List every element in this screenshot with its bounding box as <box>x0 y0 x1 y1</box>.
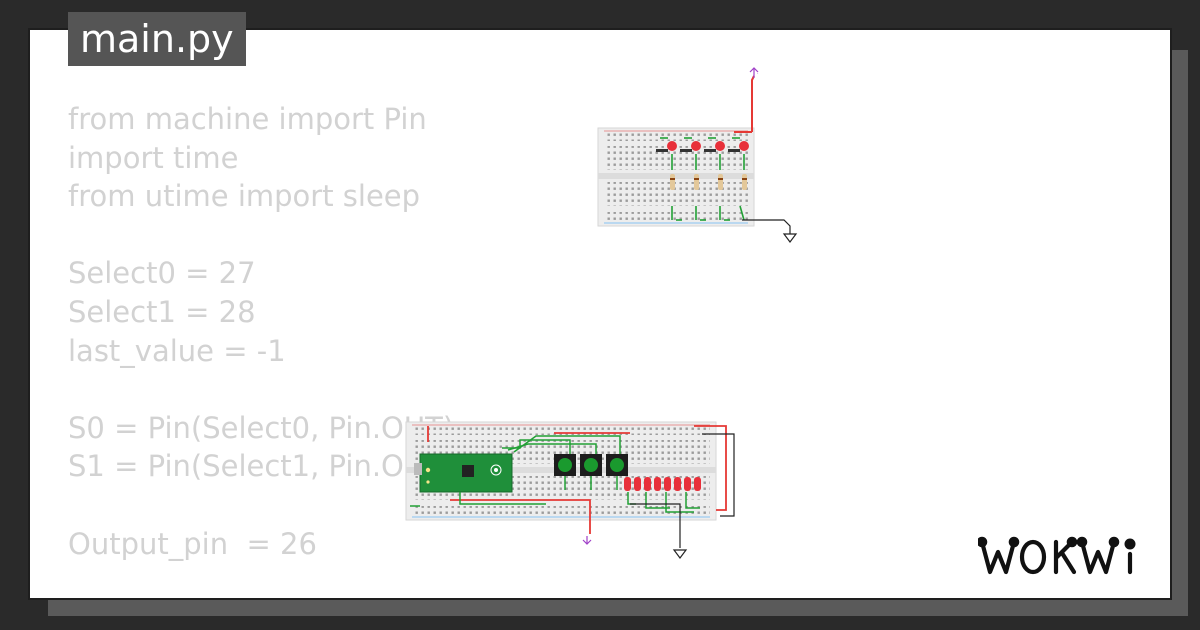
ground-wire-top <box>742 219 791 234</box>
ground-icon <box>672 549 688 559</box>
breadboard-top <box>597 127 755 227</box>
code-line: S0 = Pin(Select0, Pin.OUT) <box>68 410 455 445</box>
pushbutton-2 <box>580 454 602 476</box>
wokwi-logo <box>978 536 1136 575</box>
file-tab[interactable]: main.py <box>68 12 246 66</box>
led-row-top <box>656 141 749 152</box>
code-line: from utime import sleep <box>68 179 421 214</box>
code-line: Select0 = 27 <box>68 256 256 291</box>
circuit-diagram: . <box>405 67 798 559</box>
vcc-wire-top <box>734 75 755 133</box>
svg-text:.: . <box>757 70 759 76</box>
code-line: import time <box>68 140 239 175</box>
green-wires-bottom <box>410 435 700 513</box>
vcc-arrow-icon <box>582 536 592 545</box>
code-line: from machine import Pin <box>68 102 427 136</box>
ground-icon <box>782 233 798 243</box>
raspberry-pi-pico <box>414 453 513 493</box>
preview-card: from machine import Pin import time from u… <box>30 30 1170 598</box>
led-row-bottom <box>624 477 701 491</box>
resistor-row-top <box>670 174 747 190</box>
vcc-arrow-icon: . <box>749 67 759 78</box>
pushbutton-1 <box>554 454 576 476</box>
pushbutton-3 <box>606 454 628 476</box>
red-wires-bottom <box>427 425 727 534</box>
black-wires-bottom <box>630 433 735 548</box>
code-line: Select1 = 28 <box>68 294 256 329</box>
green-wires-top <box>660 137 745 221</box>
code-line: last_value = -1 <box>68 333 286 368</box>
code-line: Output_pin = 26 <box>68 526 317 561</box>
